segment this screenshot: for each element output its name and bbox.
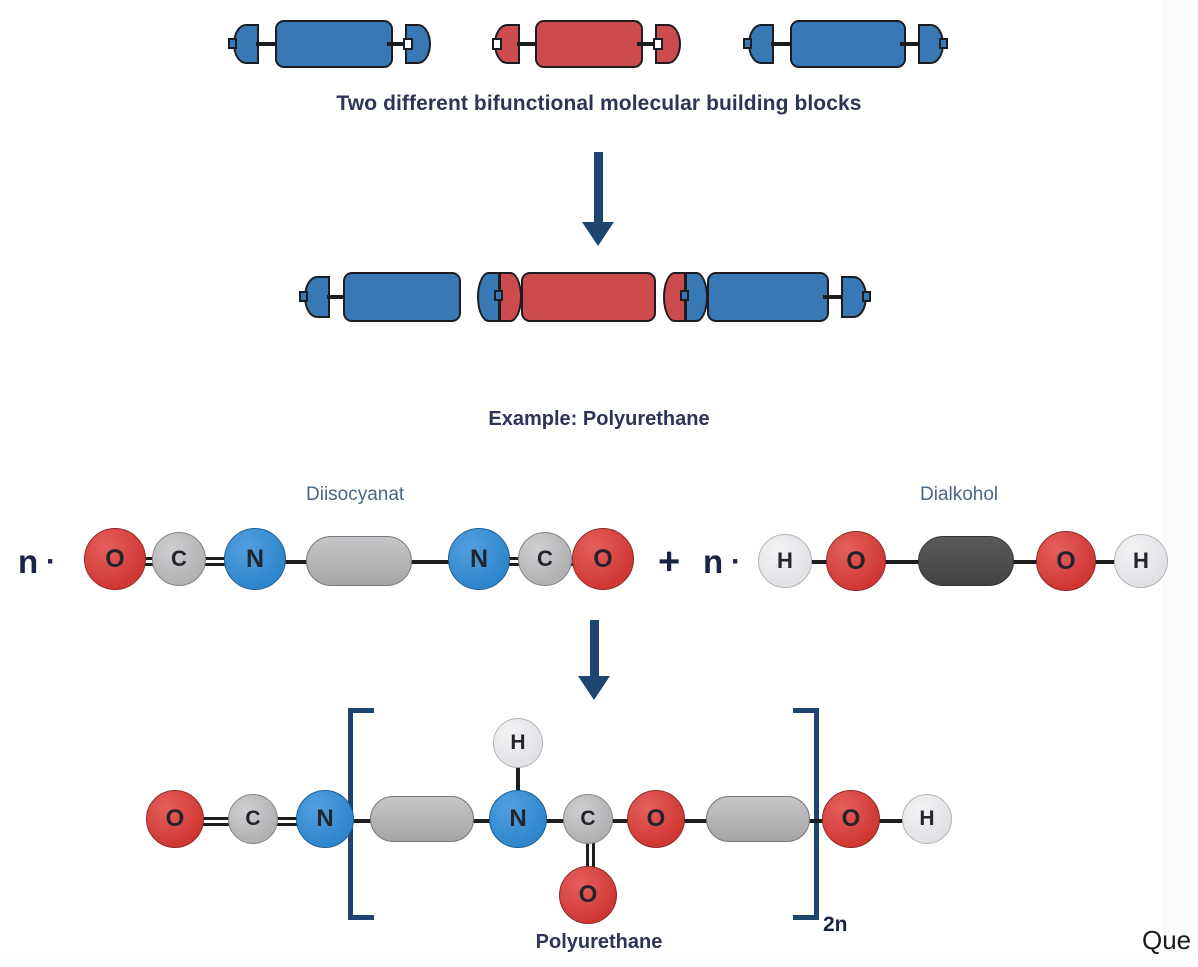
- plug-nub: [228, 38, 237, 49]
- backbone-capsule: [306, 536, 412, 586]
- multiplier-dot-right: ·: [731, 545, 741, 578]
- plug-nub: [299, 291, 308, 302]
- atom-nitrogen: N: [489, 790, 547, 848]
- atom-hydrogen-pendant: H: [493, 718, 543, 768]
- joint-nub: [680, 290, 689, 301]
- caption-example: Example: Polyurethane: [488, 408, 710, 430]
- bond-c-n-double: [262, 817, 306, 826]
- stem: [900, 42, 926, 46]
- bond-h-o-single: [800, 560, 840, 564]
- stem: [327, 295, 349, 299]
- stem: [517, 42, 541, 46]
- atom-nitrogen: N: [296, 790, 354, 848]
- backbone-capsule-1: [370, 796, 474, 842]
- atom-carbon: C: [228, 794, 278, 844]
- atom-oxygen-pendant: O: [559, 866, 617, 924]
- plug-nub: [743, 38, 752, 49]
- stem: [387, 42, 413, 46]
- atom-nitrogen: N: [224, 528, 286, 590]
- socket-notch: [492, 38, 502, 50]
- bond-o-c-double: [194, 817, 236, 826]
- atom-carbon: C: [518, 532, 572, 586]
- atom-nitrogen: N: [448, 528, 510, 590]
- arrow-head: [582, 222, 614, 246]
- atom-carbon: C: [563, 794, 613, 844]
- arrow-shaft: [590, 620, 599, 680]
- atom-hydrogen: H: [758, 534, 812, 588]
- atom-oxygen: O: [84, 528, 146, 590]
- stem: [823, 295, 845, 299]
- stem: [637, 42, 661, 46]
- socket-notch: [653, 38, 663, 50]
- label-diisocyanate: Diisocyanat: [306, 484, 405, 505]
- block-body: [790, 20, 906, 68]
- bond-ring-n-single: [406, 560, 456, 564]
- chain-block-red: [521, 272, 656, 322]
- atom-hydrogen: H: [1114, 534, 1168, 588]
- stem: [256, 42, 282, 46]
- stem: [771, 42, 797, 46]
- bond-o-ring-single: [882, 560, 926, 564]
- plug-nub: [862, 291, 871, 302]
- bracket-close: [793, 708, 819, 920]
- plus-operator: +: [658, 541, 681, 583]
- chain-block-blue-1: [343, 272, 461, 322]
- bond-o-h: [874, 819, 910, 823]
- label-dialcohol: Dialkohol: [920, 484, 999, 505]
- chain-block-blue-2: [707, 272, 829, 322]
- backbone-capsule-2: [706, 796, 810, 842]
- bond-o-h-single: [1086, 560, 1126, 564]
- atom-hydrogen: H: [902, 794, 952, 844]
- multiplier-dot-left: ·: [46, 545, 56, 578]
- joint-nub: [494, 290, 503, 301]
- atom-oxygen: O: [826, 531, 886, 591]
- bond-n-c: [542, 819, 582, 823]
- arrow-head: [578, 676, 610, 700]
- bond-c-o-double: [586, 840, 595, 876]
- bond-c-n-double: [188, 557, 236, 566]
- bracket-subscript: 2n: [823, 913, 848, 936]
- caption-polyurethane: Polyurethane: [535, 931, 663, 953]
- atom-oxygen: O: [1036, 531, 1096, 591]
- bond-o-ring: [672, 819, 714, 823]
- atom-oxygen: O: [627, 790, 685, 848]
- atom-oxygen: O: [822, 790, 880, 848]
- plug-nub: [939, 38, 948, 49]
- backbone-capsule-dark: [918, 536, 1014, 586]
- bond-n-h-single: [516, 760, 520, 806]
- chain-plug-cap-left: [304, 276, 330, 318]
- arrow-shaft: [594, 152, 603, 226]
- block-body: [535, 20, 643, 68]
- caption-building-blocks: Two different bifunctional molecular bui…: [336, 92, 862, 115]
- right-margin-band: [1162, 0, 1198, 967]
- corner-partial-text: Que: [1142, 925, 1192, 955]
- bond-ring-o-single: [1000, 560, 1044, 564]
- socket-notch: [403, 38, 413, 50]
- atom-carbon: C: [152, 532, 206, 586]
- bond-n-ring-single: [264, 560, 314, 564]
- coefficient-n-left: n: [18, 543, 39, 580]
- atom-oxygen: O: [572, 528, 634, 590]
- block-body: [275, 20, 393, 68]
- bond-n-ring: [334, 819, 378, 823]
- atom-oxygen: O: [146, 790, 204, 848]
- socket-cap-right: [405, 24, 431, 64]
- bottom-margin-band: [0, 953, 1198, 967]
- coefficient-n-right: n: [703, 543, 724, 580]
